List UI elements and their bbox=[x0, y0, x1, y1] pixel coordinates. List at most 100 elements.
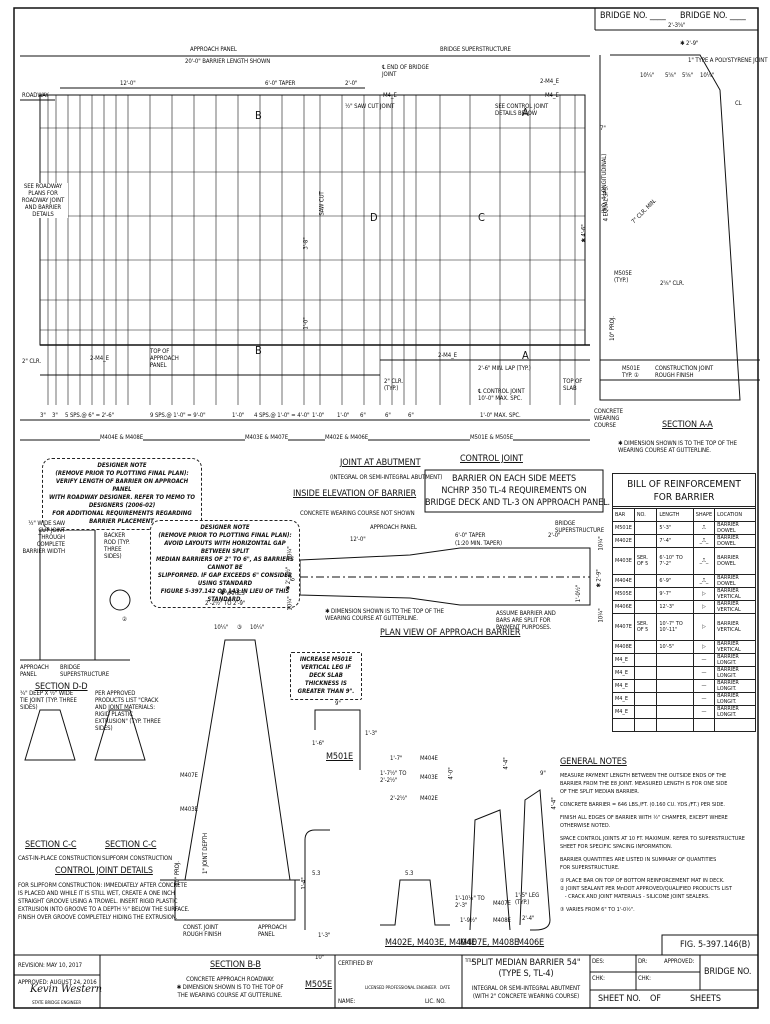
clr-2b: 2" CLR. (TYP.) bbox=[384, 378, 403, 392]
cell-no bbox=[633, 718, 658, 732]
chk2-label: CHK: bbox=[638, 975, 651, 982]
cell-no bbox=[633, 600, 658, 614]
cell-bar: M4_E bbox=[612, 653, 635, 667]
bb-approach: APPROACH PANEL bbox=[258, 924, 287, 938]
cell-location: BARRIER DOWEL bbox=[714, 574, 756, 588]
des-label: DES: bbox=[592, 958, 605, 965]
general-notes-title: GENERAL NOTES bbox=[560, 757, 627, 767]
cut-b-bottom: B bbox=[255, 344, 262, 357]
note-line: MEDIAN BARRIERS OF 2" TO 6", AS BARRIERS… bbox=[156, 556, 294, 571]
aa-dim: 2⅝" CLR. bbox=[660, 280, 685, 287]
note-line: SHEET FOR SPECIFIC SPACING INFORMATION. bbox=[560, 844, 673, 850]
cell-no bbox=[633, 666, 658, 680]
dim: 5 SPS.@ 6" = 2'-6" bbox=[65, 412, 114, 419]
note-line: FOR ADDITIONAL REQUIREMENTS REGARDING BA… bbox=[52, 510, 192, 525]
aa-dim: 5⅝" bbox=[682, 72, 693, 79]
cell-length: 5'-3" bbox=[656, 521, 694, 535]
dim: 1'-0" bbox=[312, 412, 325, 419]
pv-bridge: BRIDGE SUPERSTRUCTURE bbox=[555, 520, 604, 534]
dim: 6" bbox=[360, 412, 366, 419]
bd-9b: 9" bbox=[540, 770, 546, 777]
bd-4-4b: 4'-4" bbox=[550, 797, 558, 810]
cell-no bbox=[633, 640, 658, 654]
m4e-2: M4_E bbox=[545, 92, 559, 99]
col-header: LOCATION bbox=[714, 508, 756, 522]
cell-location bbox=[714, 718, 756, 732]
cell-no bbox=[633, 705, 658, 719]
bar-shape-hook-icon: ⎍ bbox=[692, 521, 716, 535]
two-m4e: 2-M4_E bbox=[90, 355, 109, 362]
pv-right-dim: ✱ 2'-9" bbox=[595, 569, 603, 588]
bd-10: 10" bbox=[315, 954, 325, 961]
cell-length bbox=[656, 666, 694, 680]
control-joint-title: CONTROL JOINT bbox=[460, 454, 523, 464]
cell-location: BARRIER DOWEL bbox=[714, 521, 756, 535]
note-title: DESIGNER NOTE bbox=[97, 462, 147, 469]
bar-shape-line-icon: — bbox=[692, 705, 716, 719]
aa-dim: CL bbox=[735, 100, 742, 107]
note-line: MEASURE PAYMENT LENGTH BETWEEN THE OUTSI… bbox=[560, 773, 727, 779]
saw-cut-vertical: SAW CUT bbox=[318, 191, 326, 216]
note-line: OF THE SPLIT MEDIAN BARRIER. bbox=[560, 789, 640, 795]
cell-no: SER. OF 5 bbox=[633, 547, 658, 575]
plan-view-title: PLAN VIEW OF APPROACH BARRIER bbox=[380, 628, 521, 638]
cell-bar: M501E bbox=[612, 521, 635, 535]
bd-m402: 2'-2½" bbox=[390, 795, 408, 802]
signature: Kevin Western bbox=[30, 984, 102, 995]
dim: 6" bbox=[385, 412, 391, 419]
dim: 6" bbox=[408, 412, 414, 419]
top-approach: TOP OF APPROACH PANEL bbox=[150, 348, 179, 369]
bill-title-line: FOR BARRIER bbox=[653, 492, 715, 503]
approved-date: APPROVED: AUGUST 24, 2016 bbox=[18, 979, 97, 986]
designer-note-1: DESIGNER NOTE (REMOVE PRIOR TO PLOTTING … bbox=[42, 458, 202, 530]
bill-title: BILL OF REINFORCEMENT FOR BARRIER bbox=[612, 473, 756, 507]
bar-shape-wedge-icon: ▷ bbox=[692, 600, 716, 614]
note-line: BARRIER FROM THE E8 JOINT. MEASURED LENG… bbox=[560, 781, 728, 787]
note-line: AVOID LAYOUTS WITH HORIZONTAL GAP BETWEE… bbox=[164, 540, 286, 555]
bb-note: THE WEARING COURSE AT GUTTERLINE. bbox=[177, 992, 283, 999]
pv-2: 2'-0" bbox=[548, 532, 561, 539]
bd-m402: M403E bbox=[420, 774, 438, 781]
cell-length: 10'-7" TO 10'-11" bbox=[656, 613, 694, 641]
dd-saw-cut: ½" WIDE SAW CUT JOINT THROUGH COMPLETE B… bbox=[22, 520, 65, 555]
cell-location: BARRIER VERTICAL bbox=[714, 587, 756, 601]
joint-at-abutment: JOINT AT ABUTMENT bbox=[340, 458, 421, 468]
pv-right-dim: 10¼" bbox=[597, 536, 605, 551]
cell-no bbox=[633, 574, 658, 588]
bb-top: ③ bbox=[237, 624, 242, 631]
dim-1-0: 1'-0" bbox=[302, 317, 310, 330]
cut-a-top: A bbox=[522, 106, 529, 119]
general-note: SPACE CONTROL JOINTS AT 10 FT. MAXIMUM. … bbox=[560, 835, 745, 851]
pv-right-dim: 1'-0½" bbox=[575, 584, 583, 603]
cell-length bbox=[656, 718, 694, 732]
cut-d: D bbox=[370, 211, 378, 224]
min-lap: 2'-6" MIN. LAP (TYP.) bbox=[478, 365, 531, 372]
pv-taper-sub: (1:20 MIN. TAPER) bbox=[455, 540, 502, 547]
cell-location: BARRIER VERTICAL bbox=[714, 640, 756, 654]
cell-location: BARRIER LONGIT. bbox=[714, 666, 756, 680]
bd-m407: 1'-9½" bbox=[460, 917, 478, 924]
note-line: OTHERWISE NOTED. bbox=[560, 823, 611, 829]
see-control: SEE CONTROL JOINT DETAILS BELOW bbox=[495, 103, 549, 117]
col-header: SHAPE bbox=[692, 508, 716, 522]
cell-no bbox=[633, 587, 658, 601]
cell-bar: M403E bbox=[612, 547, 635, 575]
cell-location: BARRIER LONGIT. bbox=[714, 705, 756, 719]
section-aa-note: ✱ DIMENSION SHOWN IS TO THE TOP OF THE W… bbox=[618, 440, 737, 454]
requirement-line: BARRIER ON EACH SIDE MEETS bbox=[451, 474, 576, 484]
drawing-title: (TYPE S, TL-4) bbox=[498, 969, 554, 979]
pv-approach: APPROACH PANEL bbox=[370, 524, 417, 531]
cell-length: 12'-3" bbox=[656, 600, 694, 614]
m4e-1: M4_E bbox=[383, 92, 397, 99]
bd-m407: M407E bbox=[493, 900, 511, 907]
sheet-no: SHEET NO. bbox=[598, 994, 641, 1004]
bb-m407e: M407E bbox=[180, 772, 198, 779]
table-header-row: BAR NO. LENGTH SHAPE LOCATION bbox=[612, 508, 756, 522]
aa-dim: CONCRETE WEARING COURSE bbox=[594, 408, 623, 429]
bridge-no: BRIDGE NO. bbox=[704, 967, 752, 977]
m4e-3: 2-M4_E bbox=[540, 78, 559, 85]
